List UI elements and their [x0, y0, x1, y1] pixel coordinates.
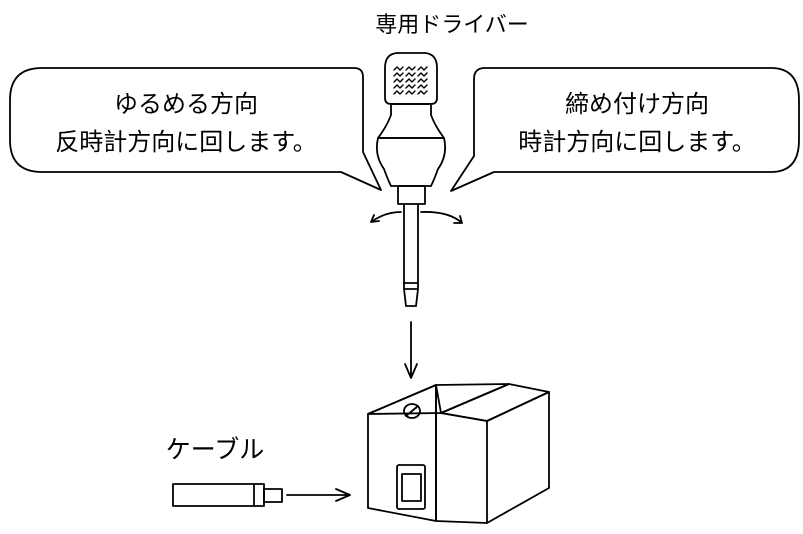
sensor-connector-port-outer	[396, 464, 426, 510]
sensor-unit	[367, 383, 550, 524]
screwdriver-handle-mid	[377, 103, 445, 139]
loosen-callout-bubble	[9, 67, 382, 191]
screwdriver-tip	[403, 282, 419, 307]
cable-plug	[263, 488, 283, 503]
sensor-screw	[403, 403, 421, 419]
tighten-description: 時計方向に回します。	[518, 128, 756, 156]
sensor-side-face	[435, 384, 488, 524]
sensor-connector-port-inner	[401, 473, 422, 502]
tighten-heading: 締め付け方向	[565, 90, 709, 118]
driver-title: 専用ドライバー	[375, 13, 529, 38]
screwdriver-handle-top	[384, 52, 438, 105]
screwdriver-ferrule	[397, 185, 426, 205]
tighten-callout-bubble	[450, 67, 800, 192]
screwdriver-shaft	[403, 203, 419, 284]
cable-label: ケーブル	[165, 435, 265, 464]
insert-right-arrow	[286, 488, 351, 502]
insert-down-arrow	[404, 321, 418, 379]
clockwise-arrow	[420, 211, 463, 224]
cable-connector	[172, 483, 283, 507]
cable-body	[172, 483, 265, 507]
screwdriver-handle-collar	[375, 137, 447, 187]
sensor-slope	[486, 391, 550, 524]
loosen-heading: ゆるめる方向	[114, 90, 258, 118]
screwdriver	[375, 52, 447, 307]
counterclockwise-arrow	[370, 211, 402, 223]
grip-texture	[393, 66, 428, 95]
loosen-description: 反時計方向に回します。	[55, 128, 317, 156]
